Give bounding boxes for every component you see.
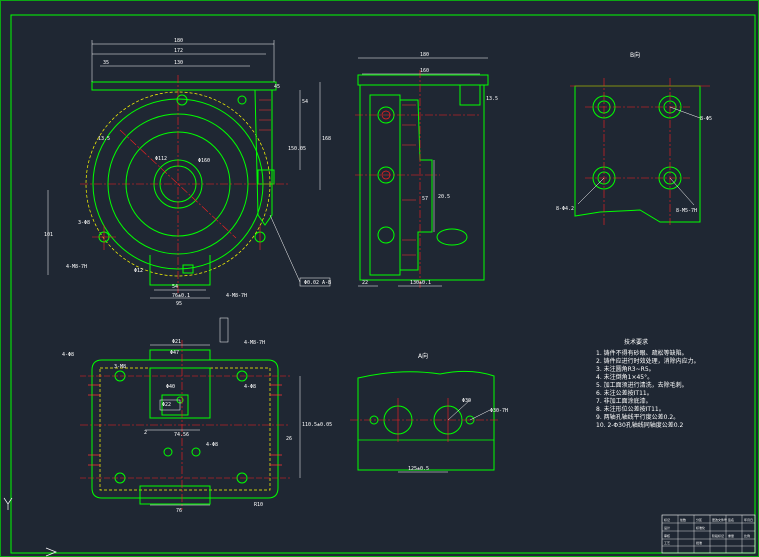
front-view: 180 172 130 35 45 13.5 54 168 101 150.05… xyxy=(44,38,331,307)
side-dim-1: 160 xyxy=(420,68,429,74)
top-dim-2: 4-M8-7H xyxy=(244,340,265,346)
front-dim-2: 130 xyxy=(174,60,183,66)
drawing-frame xyxy=(10,14,756,554)
title-cell: 批准 xyxy=(696,540,702,545)
title-cell: 处数 xyxy=(680,517,686,522)
title-cell: 审核 xyxy=(664,533,670,538)
view-b: B向 8-Φ5 8-Φ4.2 8-M5-7H xyxy=(556,51,712,225)
title-cell: 比例 xyxy=(744,533,750,538)
side-dim-2: 13.5 xyxy=(486,96,498,102)
top-view: Φ47 Φ21 4-M8-7H 3-M8 4-Φ8 Φ22 4-Φ8 Φ40 2… xyxy=(62,317,332,514)
top-dim-0: Φ47 xyxy=(170,350,179,356)
side-dim-5: 22 xyxy=(362,280,368,286)
front-dim-17: 4-M8-7H xyxy=(226,293,247,299)
front-dim-15: 76±0.1 xyxy=(172,293,190,299)
title-cell: 标准化 xyxy=(696,525,705,530)
title-cell: 年月日 xyxy=(744,517,753,522)
top-dim-7: Φ40 xyxy=(166,384,175,390)
front-dim-3: 35 xyxy=(103,60,109,66)
title-cell: 设计 xyxy=(664,525,670,530)
front-dim-16: 95 xyxy=(176,301,182,307)
top-dim-1: Φ21 xyxy=(172,339,181,345)
top-dim-11: 76 xyxy=(176,508,182,514)
top-dim-13: 110.5±0.05 xyxy=(302,422,332,428)
view-b-dim-0: 8-Φ5 xyxy=(700,116,712,122)
front-dim-0: 180 xyxy=(174,38,183,44)
front-dim-10: 3-Φ8 xyxy=(78,220,90,226)
tech-req-item: 4. 未注倒角1×45°。 xyxy=(596,373,653,381)
tech-req-item: 1. 铸件不得有砂眼、疏松等缺陷。 xyxy=(596,349,688,357)
front-dim-7: 168 xyxy=(322,136,331,142)
top-dim-6: 4-Φ8 xyxy=(244,384,256,390)
top-dim-12: R10 xyxy=(254,502,263,508)
front-dim-9: 150.05 xyxy=(288,146,306,152)
title-cell: 工艺 xyxy=(664,540,670,545)
tech-req-item: 6. 未注公差按IT11。 xyxy=(596,389,653,397)
front-dim-6: 54 xyxy=(302,99,308,105)
tech-req-item: 9. 两轴孔轴线平行度公差0.2。 xyxy=(596,413,679,421)
front-dim-14: 54 xyxy=(172,284,178,290)
top-dim-5: Φ22 xyxy=(162,402,171,408)
top-dim-9: 74.56 xyxy=(174,432,189,438)
view-b-dim-2: 8-M5-7H xyxy=(676,208,697,214)
front-dim-1: 172 xyxy=(174,48,183,54)
top-dim-14: 26 xyxy=(286,436,292,442)
side-dim-0: 180 xyxy=(420,52,429,58)
side-view: 180 160 13.5 57 20.5 22 130±0.1 xyxy=(355,52,498,290)
tech-req-item: 10. 2-Φ30孔轴线同轴度公差0.2 xyxy=(596,421,684,429)
front-dim-13: Φ160 xyxy=(198,158,210,164)
tech-req-title: 技术要求 xyxy=(624,338,648,346)
front-dim-18: Φ12 xyxy=(134,268,143,274)
tech-req-item: 3. 未注圆角R3~R5。 xyxy=(596,365,655,373)
tech-req-item: 5. 加工面须进行清洗，去除毛刺。 xyxy=(596,381,688,389)
view-a: A向 Φ30 Φ30-7H 125±0.5 xyxy=(350,352,508,473)
front-dim-12: Φ112 xyxy=(155,156,167,162)
title-cell: 更改文件号 xyxy=(712,517,727,522)
top-dim-10: 4-Φ8 xyxy=(206,442,218,448)
ucs-icon xyxy=(3,497,57,557)
front-dim-11: 4-M8-7H xyxy=(66,264,87,270)
front-dim-4: 45 xyxy=(274,84,280,90)
technical-requirements: 技术要求 1. 铸件不得有砂眼、疏松等缺陷。 2. 铸件应进行时效处理，消除内应… xyxy=(596,338,700,429)
side-dim-6: 130±0.1 xyxy=(410,280,431,286)
view-a-dim-1: Φ30-7H xyxy=(490,408,508,414)
front-dim-19: Φ0.02 A-B xyxy=(304,280,331,286)
title-cell: 标记 xyxy=(664,517,670,522)
title-cell: 阶段标记 xyxy=(712,533,724,538)
view-b-label: B向 xyxy=(630,51,640,59)
view-a-dim-2: 125±0.5 xyxy=(408,466,429,472)
front-dim-8: 101 xyxy=(44,232,53,238)
title-cell: 重量 xyxy=(728,533,734,538)
title-block: 标记 处数 分区 更改文件号 签名 年月日 设计 标准化 审核 工艺 批准 阶段… xyxy=(661,514,756,554)
view-a-label: A向 xyxy=(418,352,428,360)
top-dim-8: 2 xyxy=(144,430,147,436)
top-dim-4: 4-Φ8 xyxy=(62,352,74,358)
view-b-dim-1: 8-Φ4.2 xyxy=(556,206,574,212)
tech-req-item: 7. 非加工面涂底漆。 xyxy=(596,397,652,405)
side-dim-4: 20.5 xyxy=(438,194,450,200)
title-cell: 分区 xyxy=(696,517,702,522)
top-dim-3: 3-M8 xyxy=(114,364,126,370)
front-dim-5: 13.5 xyxy=(98,136,110,142)
title-cell: 签名 xyxy=(728,517,734,522)
tech-req-item: 8. 未注形位公差按IT11。 xyxy=(596,405,665,413)
tech-req-item: 2. 铸件应进行时效处理，消除内应力。 xyxy=(596,357,700,365)
side-dim-3: 57 xyxy=(422,196,428,202)
view-a-dim-0: Φ30 xyxy=(462,398,471,404)
